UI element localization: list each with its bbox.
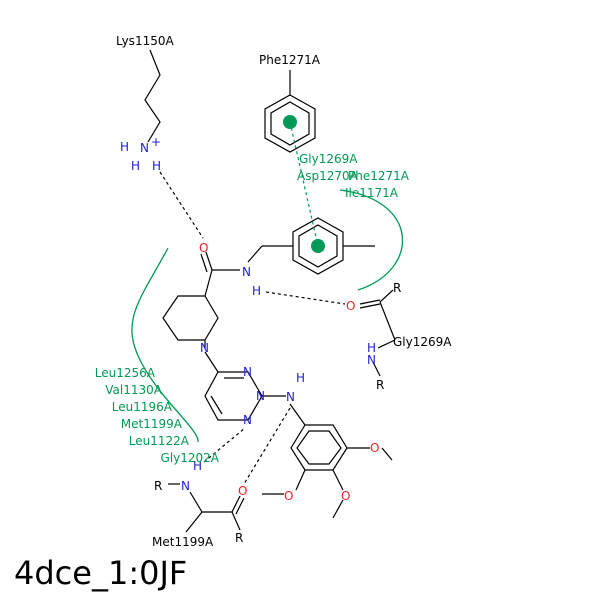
- pi-stack-line: [289, 121, 319, 247]
- atom-anilino-h: H: [296, 371, 305, 385]
- hydrophobic-left-2: Val1130A: [105, 383, 163, 397]
- atom-met-r-left: R: [154, 479, 162, 493]
- lys-side-chain: [144, 49, 161, 143]
- ring-centroid-top: [283, 115, 297, 129]
- atom-piperidine-n: N: [200, 341, 209, 355]
- atom-met-n: N: [181, 479, 190, 493]
- hydrophobic-left-5: Leu1122A: [129, 434, 190, 448]
- trimethoxyphenyl-ring: [262, 403, 393, 519]
- hydrophobic-left-3: Leu1196A: [112, 400, 173, 414]
- hydrophobic-right-4: Ile1171A: [345, 186, 399, 200]
- residue-lys-label: Lys1150A: [116, 34, 174, 48]
- atom-gly-r-top: R: [393, 281, 401, 295]
- hydrophobic-left-4: Met1199A: [121, 417, 183, 431]
- hydrophobic-left-6: Gly1202A: [161, 451, 220, 465]
- met-bottom-backbone: [168, 483, 245, 533]
- atom-lys-n: N: [140, 141, 149, 155]
- residue-gly-right-label: Gly1269A: [393, 335, 452, 349]
- hydrophobic-left-1: Leu1256A: [95, 366, 156, 380]
- hydrophobic-right-3: Phe1271A: [348, 169, 410, 183]
- gly-right-backbone: [359, 289, 396, 377]
- atom-methoxy-o-left: O: [284, 489, 293, 503]
- atom-lys-h-right: H: [152, 159, 161, 173]
- diagram-title: 4dce_1:0JF: [14, 554, 187, 592]
- hydrophobic-right-2: Asp1270A: [297, 169, 359, 183]
- residue-met-bottom-label: Met1199A: [152, 535, 214, 549]
- amide-group: [200, 251, 240, 297]
- hydrophobic-arc-left: [131, 247, 199, 443]
- hbond-lys-o: [159, 171, 204, 239]
- hbond-nh-met-o: [243, 407, 291, 485]
- atom-lys-h-left: H: [120, 140, 129, 154]
- atom-amide-h: H: [252, 284, 261, 298]
- atom-anilino-n: N: [286, 390, 295, 404]
- atom-gly-r-bottom: R: [376, 378, 384, 392]
- atom-lys-h-bottom: H: [131, 159, 140, 173]
- pyrimidine-ring: [204, 351, 286, 421]
- hydrophobic-right-1: Gly1269A: [299, 152, 358, 166]
- atom-pyrimidine-n-bottom: N: [243, 413, 252, 427]
- benzyl-ring: [247, 217, 375, 275]
- phe-top-ring: [264, 70, 316, 153]
- piperidine-ring: [162, 295, 219, 348]
- residue-phe-top-label: Phe1271A: [259, 53, 321, 67]
- atom-methoxy-o-right: O: [370, 441, 379, 455]
- atom-gly-h: H: [367, 341, 376, 355]
- atom-met-r-right: R: [235, 531, 243, 545]
- ring-centroid-mid: [311, 239, 325, 253]
- atom-gly-n: N: [367, 353, 376, 367]
- atom-gly-o: O: [346, 299, 355, 313]
- atom-pyrimidine-n-top: N: [243, 365, 252, 379]
- hbond-nh-gly-o: [265, 291, 346, 305]
- atom-methoxy-o-bottom: O: [341, 489, 350, 503]
- atom-amide-o: O: [199, 241, 208, 255]
- hbond-met-nh-pyrimidine-n: [203, 427, 246, 463]
- hydrophobic-arc-right: [339, 189, 404, 291]
- atom-met-o: O: [238, 484, 247, 498]
- atom-lys-plus: +: [151, 135, 161, 149]
- atom-met-h: H: [193, 459, 202, 473]
- atom-pyrimidine-n-right: N: [256, 389, 265, 403]
- atom-amide-n: N: [242, 265, 251, 279]
